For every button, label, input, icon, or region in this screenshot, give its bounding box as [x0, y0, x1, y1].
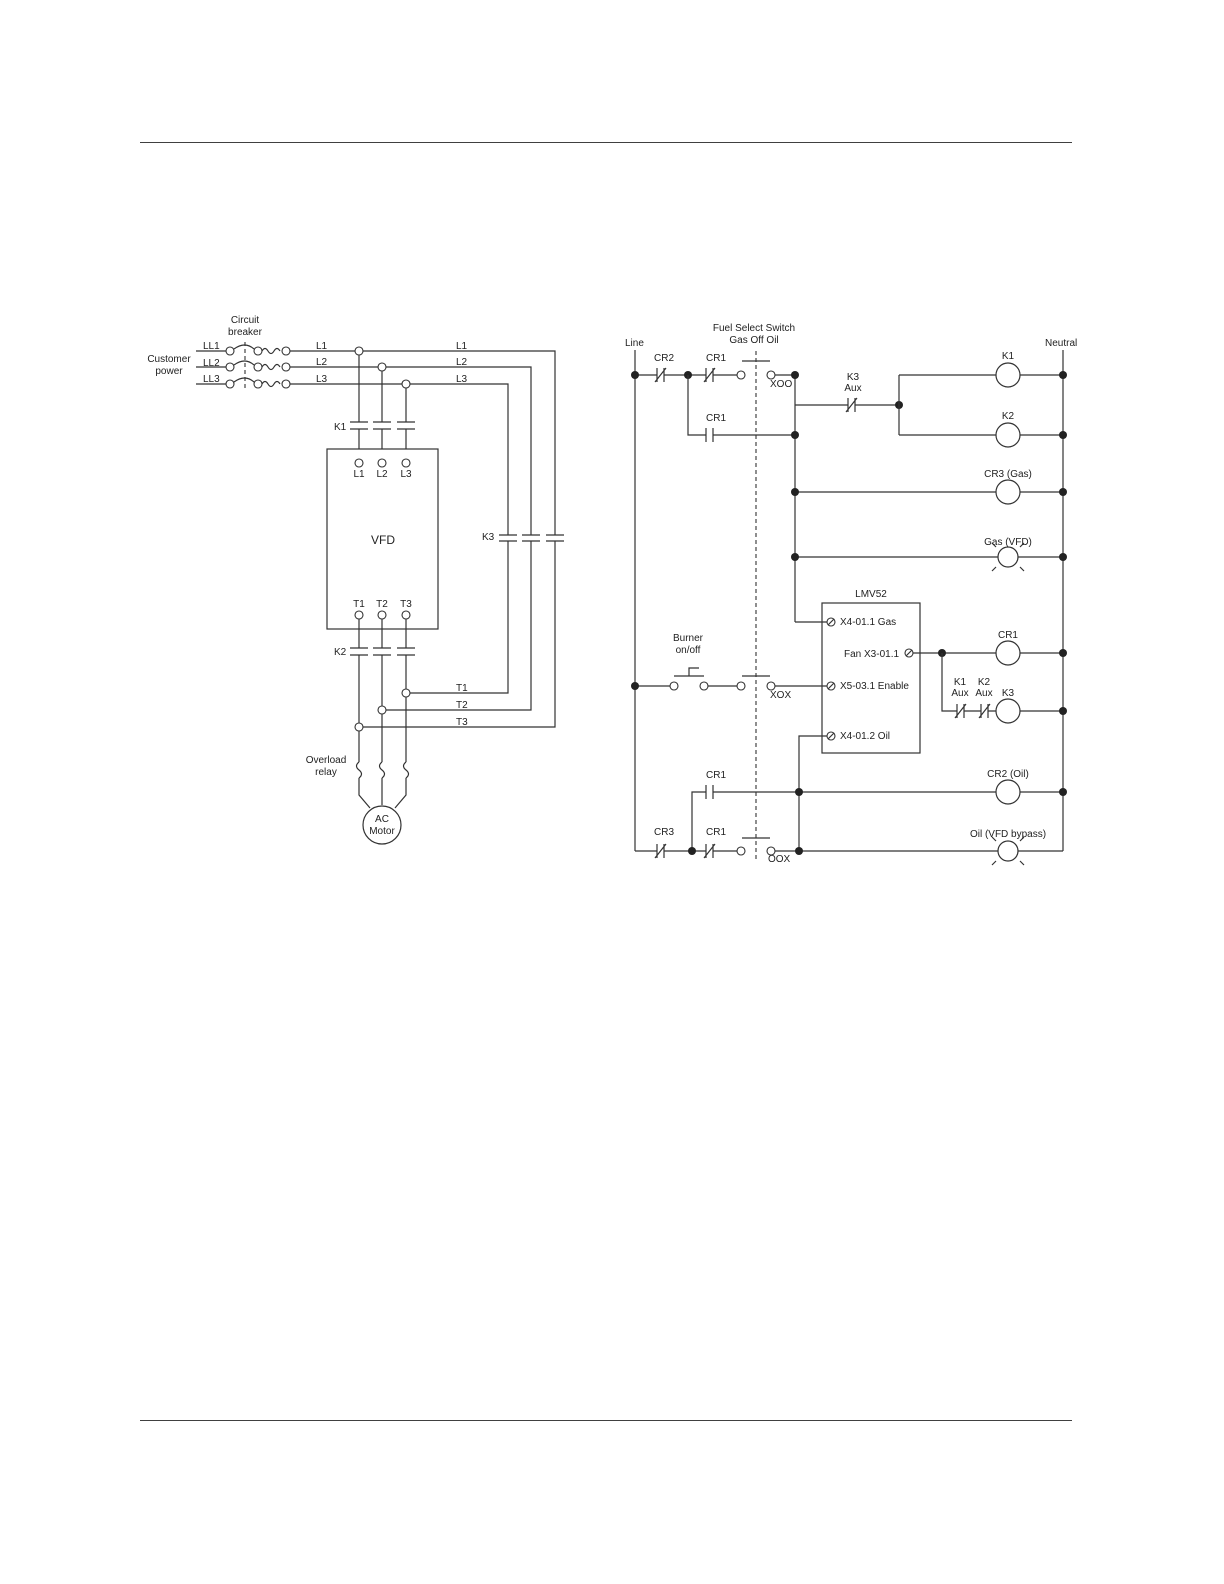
overload-relay-label: Overload: [306, 755, 347, 766]
oil-bypass-lamp: [997, 840, 1019, 862]
control-circuit: Line Neutral Fuel Select Switch Gas Off …: [625, 323, 1077, 866]
gas-vfd-lamp-label: Gas (VFD): [984, 537, 1032, 548]
oil-bypass-lamp-label: Oil (VFD bypass): [970, 829, 1046, 840]
cr3-contact-label: CR3: [654, 827, 674, 838]
lmv-gas-terminal: X4-01.1 Gas: [840, 617, 896, 628]
k3-aux-label: K3: [847, 372, 860, 383]
xox-position-label: XOX: [770, 690, 791, 701]
lmv52-label: LMV52: [855, 589, 887, 600]
vfd-out-t1: T1: [353, 599, 365, 610]
burner-switch-label: Burner: [673, 633, 704, 644]
cr3-gas-coil-label: CR3 (Gas): [984, 469, 1032, 480]
k3-coil: [995, 698, 1021, 724]
vfd-in-l3: L3: [400, 469, 412, 480]
lmv52-controller: [821, 602, 921, 754]
line-label-l2: L2: [316, 357, 328, 368]
vfd-out-t3: T3: [400, 599, 412, 610]
incoming-label-ll3: LL3: [203, 374, 220, 385]
xoo-position-label: XOO: [770, 379, 792, 390]
vfd-label: VFD: [371, 533, 395, 547]
bypass-label-t3: T3: [456, 717, 468, 728]
overload-relay-label-2: relay: [315, 767, 337, 778]
cr3-gas-coil: [995, 479, 1021, 505]
oox-position-label: OOX: [768, 854, 791, 865]
k2-label: K2: [334, 647, 347, 658]
bypass-label-t1: T1: [456, 683, 468, 694]
incoming-label-ll1: LL1: [203, 341, 220, 352]
gas-vfd-lamp: [997, 546, 1019, 568]
circuit-breaker-label: Circuit: [231, 315, 260, 326]
circuit-breaker-label-2: breaker: [228, 327, 263, 338]
k1-aux-label: K1: [954, 677, 967, 688]
customer-power-label-2: power: [155, 366, 183, 377]
vfd-out-t2: T2: [376, 599, 388, 610]
k1-coil: [995, 362, 1021, 388]
cr1-contact-label-1: CR1: [706, 353, 726, 364]
footer-rule: [140, 1420, 1072, 1421]
cr1-contact-label-3: CR1: [706, 770, 726, 781]
cr1-contact-label-2: CR1: [706, 413, 726, 424]
lmv-oil-terminal: X4-01.2 Oil: [840, 731, 890, 742]
k1-label: K1: [334, 422, 347, 433]
line-label-right-l1: L1: [456, 341, 468, 352]
k2-aux-label-2: Aux: [975, 688, 992, 699]
line-label-l3: L3: [316, 374, 328, 385]
lmv-enable-terminal: X5-03.1 Enable: [840, 681, 909, 692]
incoming-label-ll2: LL2: [203, 358, 220, 369]
k1-aux-label-2: Aux: [951, 688, 968, 699]
k3-aux-label-2: Aux: [844, 383, 861, 394]
k2-coil-label: K2: [1002, 411, 1015, 422]
power-circuit: Customer power Circuit breaker LL1 LL2 L…: [147, 315, 564, 845]
lmv-fan-terminal: Fan X3-01.1: [844, 649, 899, 660]
fuel-select-switch-label: Fuel Select Switch: [713, 323, 795, 334]
line-rail-label: Line: [625, 338, 644, 349]
line-label-right-l2: L2: [456, 357, 468, 368]
line-label-l1: L1: [316, 341, 328, 352]
k1-coil-label: K1: [1002, 351, 1015, 362]
cr2-contact-label: CR2: [654, 353, 674, 364]
k3-coil-label: K3: [1002, 688, 1015, 699]
k3-label: K3: [482, 532, 495, 543]
line-label-right-l3: L3: [456, 374, 468, 385]
motor-label-2: Motor: [369, 826, 395, 837]
cr2-oil-coil: [995, 779, 1021, 805]
cr2-oil-coil-label: CR2 (Oil): [987, 769, 1029, 780]
fuel-select-switch-positions: Gas Off Oil: [729, 335, 778, 346]
vfd-in-l1: L1: [353, 469, 365, 480]
k2-aux-label: K2: [978, 677, 991, 688]
customer-power-label: Customer: [147, 354, 191, 365]
header-rule: [140, 142, 1072, 143]
cr1-contact-label-4: CR1: [706, 827, 726, 838]
cr1-coil-label: CR1: [998, 630, 1018, 641]
vfd-in-l2: L2: [376, 469, 388, 480]
motor-label: AC: [375, 814, 389, 825]
neutral-rail-label: Neutral: [1045, 338, 1077, 349]
bypass-label-t2: T2: [456, 700, 468, 711]
k2-coil: [995, 422, 1021, 448]
burner-switch-label-2: on/off: [676, 645, 701, 656]
cr1-coil: [995, 640, 1021, 666]
ac-motor: [362, 805, 402, 845]
